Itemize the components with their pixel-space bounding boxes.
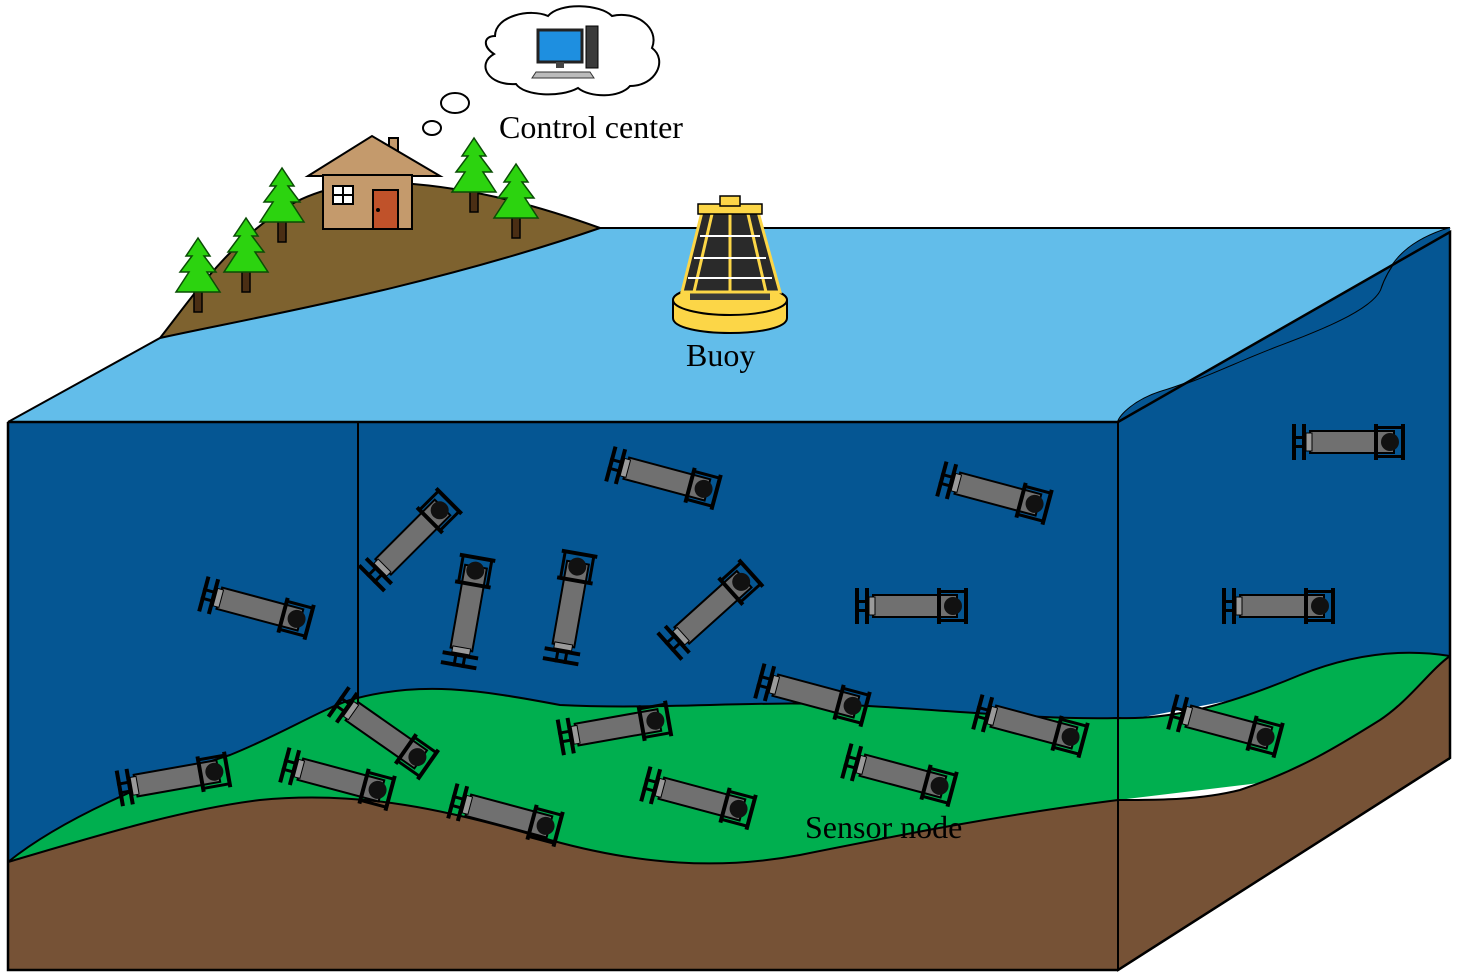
house-icon [304,134,444,230]
water-side-face [1118,232,1450,722]
sensor-node-label: Sensor node [805,809,962,845]
buoy-label: Buoy [686,337,755,373]
buoy-icon [672,195,788,334]
control-center-label: Control center [499,109,683,145]
soil-layer [7,796,1119,971]
computer-icon [531,25,599,79]
